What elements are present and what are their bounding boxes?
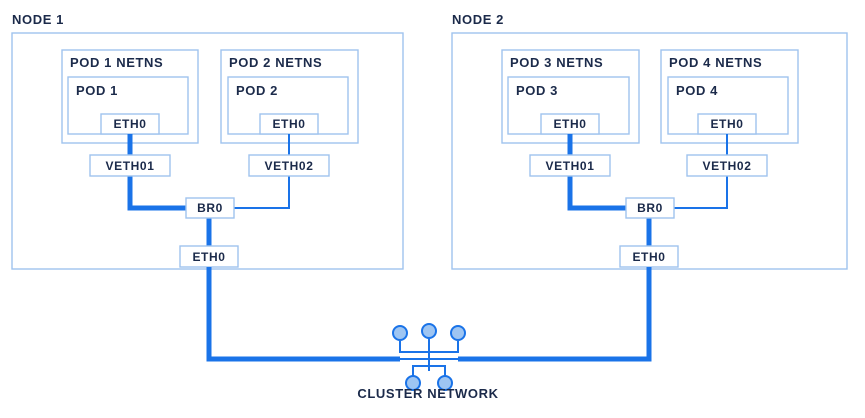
link-node1-cluster <box>206 267 400 362</box>
pod-1-eth0-label: ETH0 <box>113 117 146 131</box>
pod-2-netns-label: POD 2 NETNS <box>229 55 322 70</box>
pod-2-eth0-label: ETH0 <box>272 117 305 131</box>
pod-1-box <box>67 76 189 135</box>
veth02-node2-label: VETH02 <box>703 159 752 173</box>
br0-node1 <box>185 197 235 219</box>
eth0-node2-label: ETH0 <box>632 250 665 264</box>
node-2-title: NODE 2 <box>452 12 504 27</box>
link-node2-cluster <box>458 267 652 362</box>
br0-node2 <box>625 197 675 219</box>
cluster-network-label: CLUSTER NETWORK <box>357 386 498 401</box>
node-1-title: NODE 1 <box>12 12 64 27</box>
eth0-node1-label: ETH0 <box>192 250 225 264</box>
pod-4-eth0-label: ETH0 <box>710 117 743 131</box>
pod-4-label: POD 4 <box>676 83 718 98</box>
veth02-node1-label: VETH02 <box>265 159 314 173</box>
cluster-hub-icon <box>392 323 466 391</box>
veth02-node1 <box>248 154 330 177</box>
pod-2-label: POD 2 <box>236 83 278 98</box>
pod-3-label: POD 3 <box>516 83 558 98</box>
veth01-node1-label: VETH01 <box>106 159 155 173</box>
br0-node2-label: BR0 <box>637 201 663 215</box>
link-veth02-br0-node2 <box>674 176 728 209</box>
veth01-node1 <box>89 154 171 177</box>
veth01-node2-label: VETH01 <box>546 159 595 173</box>
veth02-node2 <box>686 154 768 177</box>
link-veth02-br0 <box>234 176 290 209</box>
pod-4-netns-label: POD 4 NETNS <box>669 55 762 70</box>
pod-1-netns-label: POD 1 NETNS <box>70 55 163 70</box>
pod-3-eth0-label: ETH0 <box>553 117 586 131</box>
br0-node1-label: BR0 <box>197 201 223 215</box>
pod-1-label: POD 1 <box>76 83 118 98</box>
link-veth01-br0 <box>127 176 186 211</box>
pod-3-netns-label: POD 3 NETNS <box>510 55 603 70</box>
link-veth01-br0-node2 <box>567 176 626 211</box>
veth01-node2 <box>529 154 611 177</box>
